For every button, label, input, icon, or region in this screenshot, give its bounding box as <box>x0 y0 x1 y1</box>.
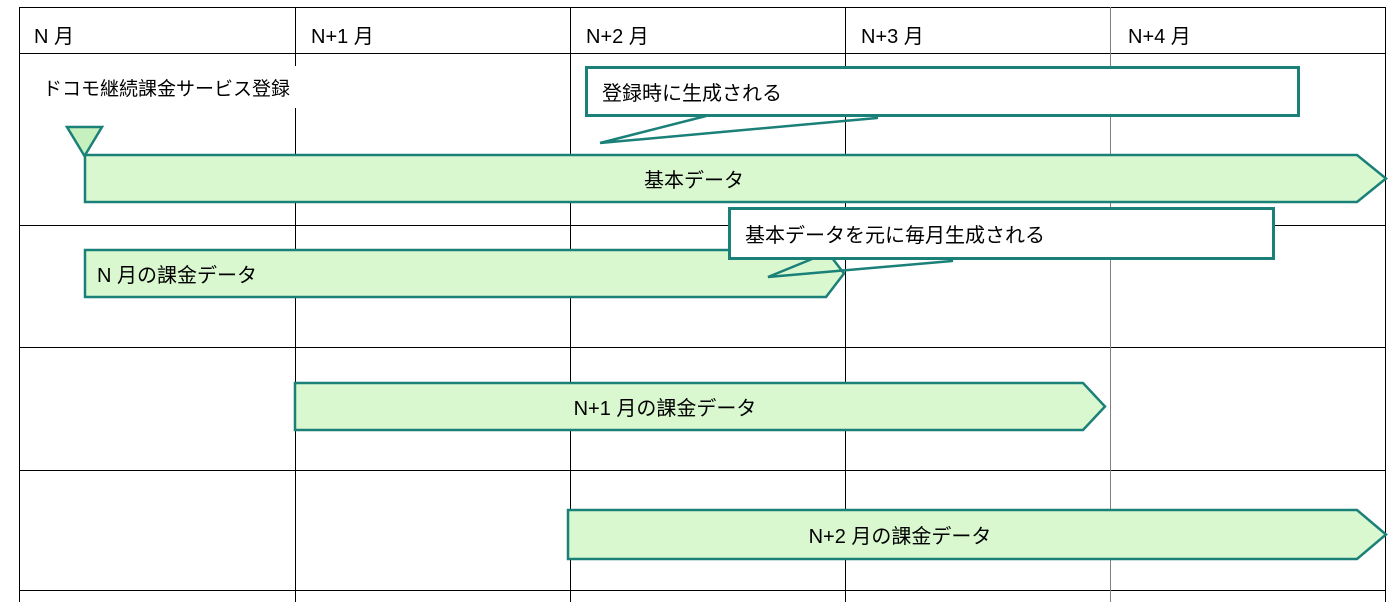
bar-month-n1-label: N+1 月の課金データ <box>573 398 757 420</box>
grid-vline-col3 <box>570 7 571 602</box>
grid-vline-right-border <box>1385 7 1386 602</box>
grid-hline-row2 <box>19 347 1386 348</box>
grid-vline-left-border <box>19 7 20 602</box>
header-month-n1: N+1 月 <box>311 26 374 48</box>
bar-month-n-label: N 月の課金データ <box>97 265 257 287</box>
callout-registration-text: 登録時に生成される <box>602 83 782 105</box>
header-month-n2: N+2 月 <box>586 26 649 48</box>
grid-vline-col2 <box>295 7 296 602</box>
callout-monthly-text: 基本データを元に毎月生成される <box>745 225 1045 247</box>
grid-vline-col4 <box>845 7 846 602</box>
bar-basic-data-label: 基本データ <box>644 170 744 192</box>
grid-vline-col5 <box>1110 7 1111 602</box>
grid-hline-top <box>19 7 1386 8</box>
registration-textbox: ドコモ継続課金サービス登録 <box>38 66 302 108</box>
grid-hline-row1 <box>19 225 1386 226</box>
callout-registration: 登録時に生成される <box>585 66 1300 117</box>
bar-month-n2-label: N+2 月の課金データ <box>808 526 992 548</box>
callout-registration-tail <box>599 114 879 145</box>
header-month-n4: N+4 月 <box>1128 26 1191 48</box>
header-month-n: N 月 <box>34 26 74 48</box>
callout-monthly: 基本データを元に毎月生成される <box>728 207 1275 260</box>
registration-label: ドコモ継続課金サービス登録 <box>43 78 291 100</box>
grid-hline-row4 <box>19 590 1386 591</box>
header-month-n3: N+3 月 <box>861 26 924 48</box>
grid-hline-header-bottom <box>19 53 1386 54</box>
callout-monthly-tail <box>767 257 954 279</box>
grid-hline-row3 <box>19 470 1386 471</box>
milestone-triangle-icon <box>64 125 105 159</box>
